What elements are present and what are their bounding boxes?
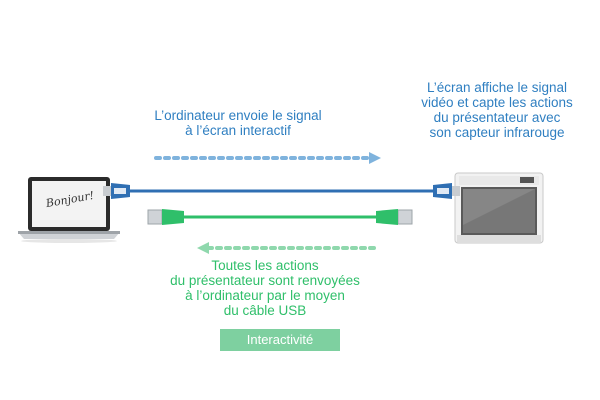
caption-screen-displays: L’écran affiche le signal vidéo et capte…	[421, 80, 573, 140]
signal-arrow-left	[197, 242, 377, 254]
hdmi-connector-right	[433, 183, 460, 199]
hdmi-connector-left	[103, 183, 130, 199]
laptop-icon	[18, 177, 120, 243]
caption-actions-returned: Toutes les actions du présentateur sont …	[170, 258, 360, 318]
interactive-screen-icon	[454, 172, 544, 244]
usb-connector-right	[376, 209, 413, 225]
interactivity-badge: Interactivité	[220, 329, 340, 351]
caption-computer-sends: L’ordinateur envoie le signal à l’écran …	[154, 108, 322, 138]
signal-arrow-right	[154, 152, 381, 164]
usb-connector-left	[147, 209, 184, 225]
